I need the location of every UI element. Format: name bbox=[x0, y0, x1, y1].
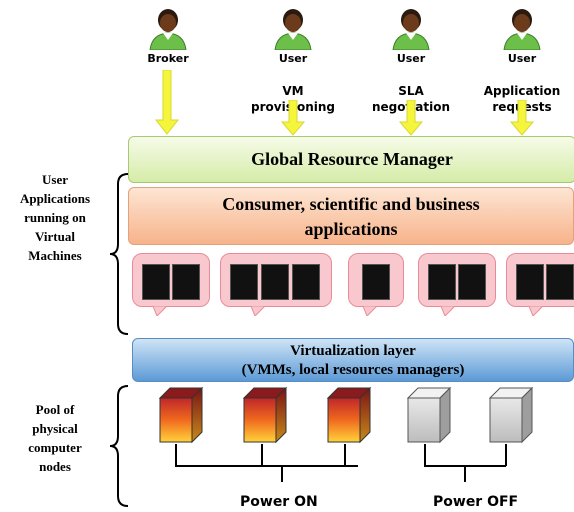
power-on-label: Power ON bbox=[240, 494, 318, 510]
down-arrow-icon bbox=[154, 70, 180, 135]
server-off-icon bbox=[406, 386, 452, 444]
vm-slot bbox=[230, 264, 258, 300]
vm-pointer-icon bbox=[153, 306, 167, 316]
down-arrow-icon bbox=[398, 100, 424, 136]
vm-pointer-icon bbox=[363, 306, 377, 316]
actor-label-user-2: User bbox=[396, 52, 426, 65]
applications-label-line1: Consumer, scientific and business bbox=[222, 194, 480, 214]
vm-pointer-icon bbox=[251, 306, 265, 316]
vm-slot bbox=[142, 264, 170, 300]
vm-slot bbox=[428, 264, 456, 300]
power-off-label: Power OFF bbox=[433, 494, 519, 510]
vm-slot bbox=[546, 264, 574, 300]
actor-label-user-1: User bbox=[278, 52, 308, 65]
virtualization-label-line2: (VMMs, local resources managers) bbox=[241, 362, 465, 378]
brace-icon bbox=[109, 385, 129, 507]
virtual-machine bbox=[348, 253, 404, 316]
virtual-machine bbox=[220, 253, 332, 316]
server-on-icon bbox=[242, 386, 288, 444]
vm-slot bbox=[172, 264, 200, 300]
user-icon bbox=[503, 9, 541, 50]
global-resource-manager-label: Global Resource Manager bbox=[251, 149, 453, 169]
virtualization-layer: Virtualization layer (VMMs, local resour… bbox=[132, 338, 574, 382]
server-on-icon bbox=[326, 386, 372, 444]
virtualization-label-line1: Virtualization layer bbox=[290, 343, 416, 359]
actor-label-broker: Broker bbox=[147, 52, 189, 65]
vm-pointer-icon bbox=[441, 306, 455, 316]
global-resource-manager: Global Resource Manager bbox=[128, 136, 574, 183]
down-arrow-icon bbox=[280, 100, 306, 136]
physical-nodes bbox=[158, 386, 534, 482]
vm-slot bbox=[516, 264, 544, 300]
server-on-icon bbox=[158, 386, 204, 444]
vm-slot bbox=[261, 264, 289, 300]
applications-layer: Consumer, scientific and business applic… bbox=[128, 187, 574, 245]
vm-slot bbox=[292, 264, 320, 300]
user-icon bbox=[392, 9, 430, 50]
virtual-machine bbox=[132, 253, 210, 316]
user-icon bbox=[149, 9, 187, 50]
actor-label-user-3: User bbox=[507, 52, 537, 65]
vm-pointer-icon bbox=[529, 306, 543, 316]
down-arrow-icon bbox=[509, 100, 535, 136]
server-off-icon bbox=[488, 386, 534, 444]
virtual-machine bbox=[418, 253, 496, 316]
applications-label-line2: applications bbox=[304, 219, 398, 239]
virtual-machine bbox=[506, 253, 574, 316]
vm-slot bbox=[458, 264, 486, 300]
user-icon bbox=[274, 9, 312, 50]
user-applications-label: User Applications running on Virtual Mac… bbox=[19, 172, 91, 263]
vm-slot bbox=[362, 264, 390, 300]
brace-icon bbox=[109, 173, 129, 335]
pool-label: Pool of physical computer nodes bbox=[28, 402, 82, 474]
